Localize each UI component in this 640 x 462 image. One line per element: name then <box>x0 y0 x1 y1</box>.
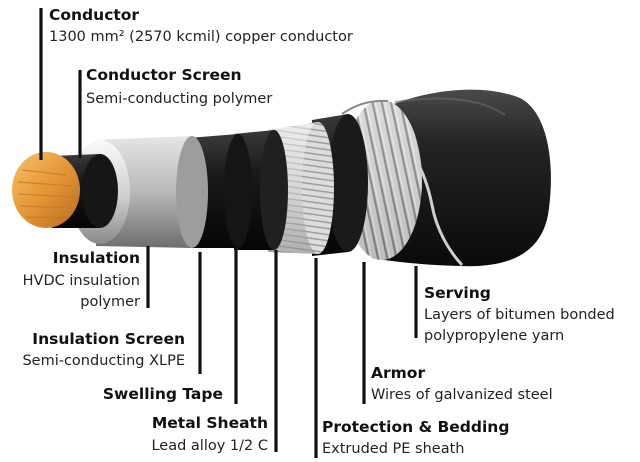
serving-description-line2: polypropylene yarn <box>424 328 565 344</box>
metal-sheath-title: Metal Sheath <box>151 414 268 432</box>
conductor-description: 1300 mm² (2570 kcmil) copper conductor <box>49 29 353 45</box>
swelling-tape-title: Swelling Tape <box>102 385 223 403</box>
conductor-screen-description: Semi-conducting polymer <box>86 91 273 107</box>
insulation-description-line2: polymer <box>80 294 140 310</box>
conductor-screen-title: Conductor Screen <box>86 66 242 84</box>
armor-description: Wires of galvanized steel <box>371 387 553 403</box>
insulation-screen-description: Semi-conducting XLPE <box>22 353 185 369</box>
copper-conductor <box>12 152 80 228</box>
protection-bedding-description: Extruded PE sheath <box>322 441 465 457</box>
insulation-description-line1: HVDC insulation <box>22 273 140 289</box>
insulation-title: Insulation <box>52 249 140 267</box>
serving-description-line1: Layers of bitumen bonded <box>424 307 615 323</box>
protection-bedding-title: Protection & Bedding <box>322 418 510 436</box>
serving-title: Serving <box>424 284 491 302</box>
conductor-title: Conductor <box>49 6 140 24</box>
insulation-screen-title: Insulation Screen <box>32 330 185 348</box>
metal-sheath-description: Lead alloy 1/2 C <box>151 438 268 454</box>
leader-lines <box>39 8 418 458</box>
armor-title: Armor <box>371 364 426 382</box>
